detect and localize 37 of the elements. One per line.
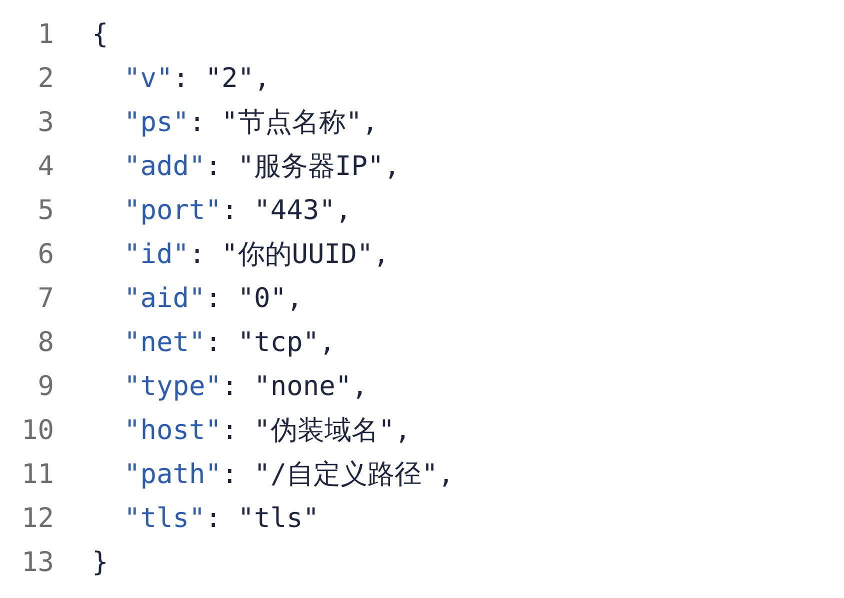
code-key: "ps" [124, 107, 190, 138]
code-brace: } [92, 547, 108, 578]
code-value: : "443", [222, 195, 352, 226]
code-value: : "节点名称", [189, 107, 378, 138]
line-number: 13 [20, 546, 54, 580]
code-key: "tls" [124, 503, 206, 534]
code-value: : "服务器IP", [205, 151, 400, 182]
code-value: : "0", [205, 283, 303, 314]
code-value: : "tls" [205, 503, 320, 534]
code-value: : "你的UUID", [189, 239, 390, 270]
code-key: "type" [124, 371, 222, 402]
line-number: 6 [36, 238, 54, 272]
code-value: : "/自定义路径", [222, 459, 454, 490]
code-value: : "2", [172, 63, 270, 94]
line-number: 3 [36, 106, 54, 140]
line-number: 7 [36, 282, 54, 316]
code-key: "port" [124, 195, 222, 226]
code-value: : "伪装域名", [222, 415, 411, 446]
code-value: : "none", [222, 371, 368, 402]
line-number: 12 [20, 502, 54, 536]
line-number: 11 [20, 458, 54, 492]
line-number: 1 [36, 18, 54, 52]
line-number: 5 [36, 194, 54, 228]
line-number: 8 [36, 326, 54, 360]
line-number: 2 [36, 62, 54, 96]
line-number: 4 [36, 150, 54, 184]
code-key: "host" [124, 415, 222, 446]
code-key: "id" [124, 239, 190, 270]
code-brace: { [92, 19, 108, 50]
code-key: "v" [124, 63, 173, 94]
code-value: : "tcp", [205, 327, 336, 358]
code-key: "net" [124, 327, 206, 358]
code-key: "add" [124, 151, 206, 182]
code-key: "path" [124, 459, 222, 490]
line-number: 9 [36, 370, 54, 404]
line-number: 10 [20, 414, 54, 448]
code-key: "aid" [124, 283, 206, 314]
